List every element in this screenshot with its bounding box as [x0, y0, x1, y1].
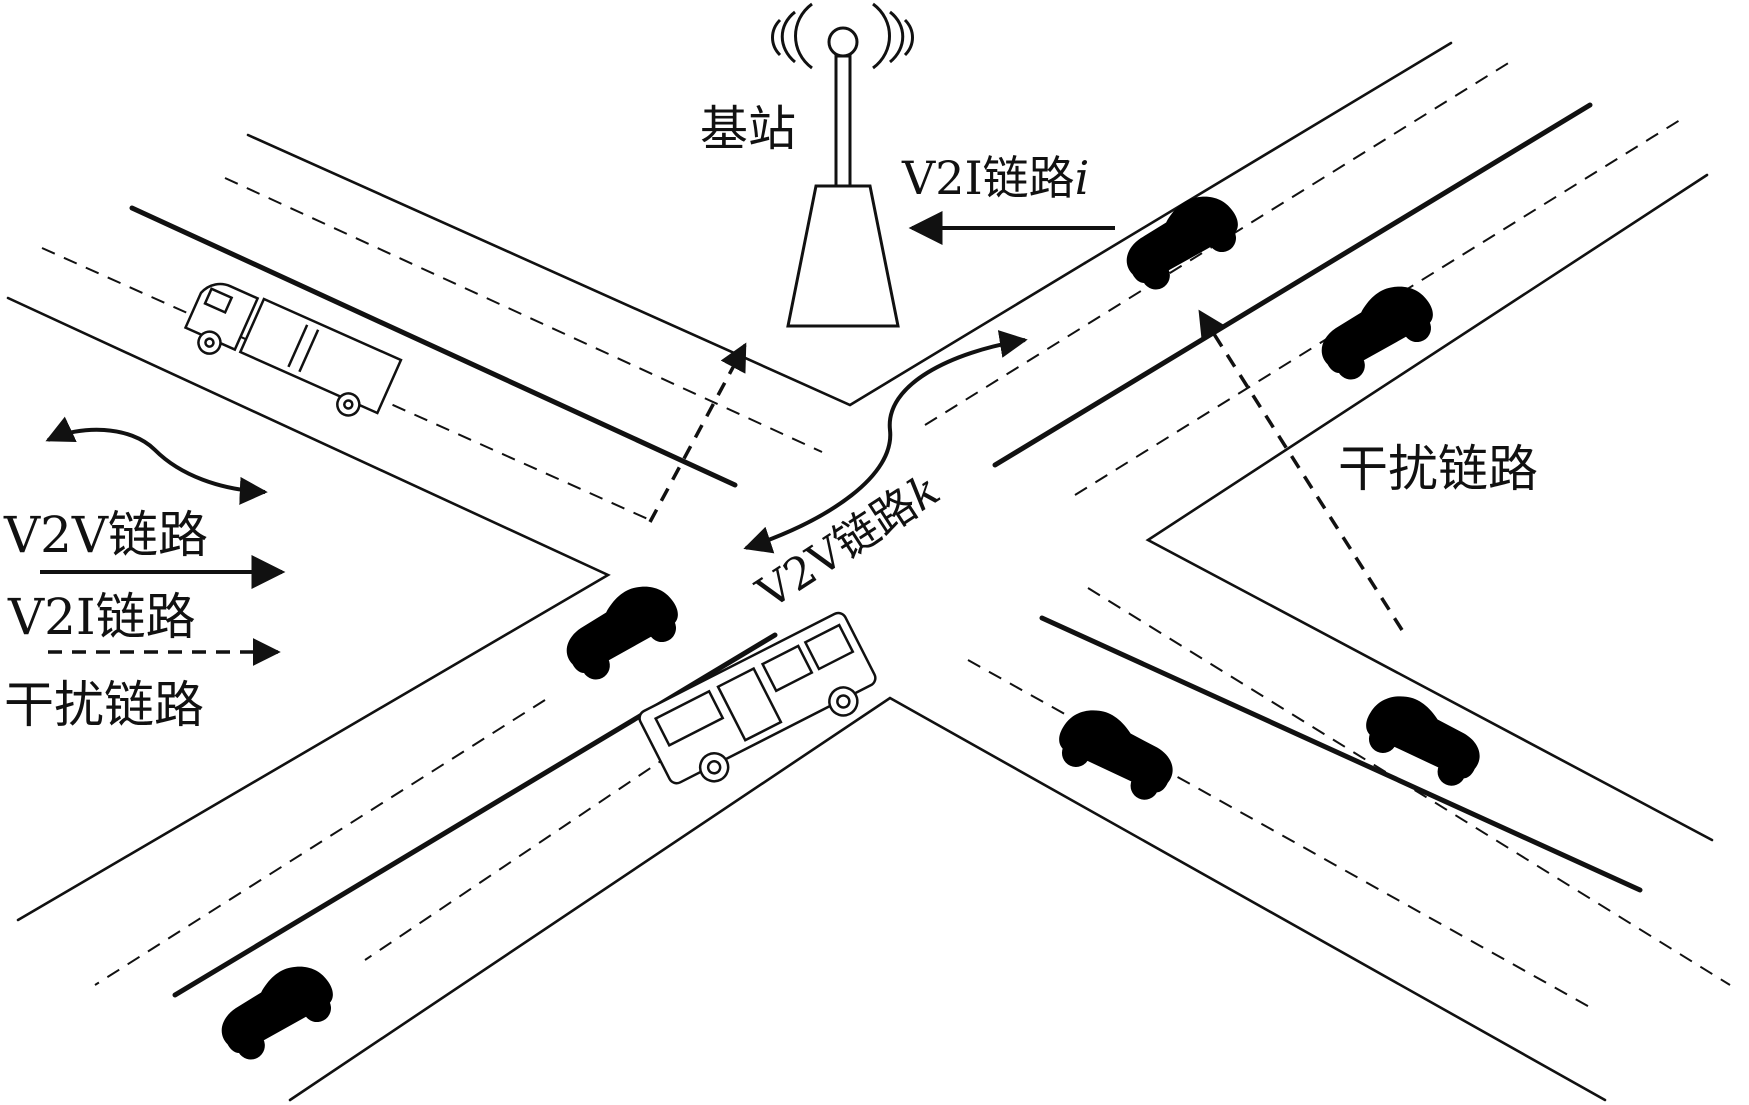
v2v-link-k-arrow [743, 330, 1028, 554]
bus-icon [638, 611, 877, 785]
base-station-label: 基站 [700, 101, 796, 157]
interference-link-arrow-right [1198, 309, 1404, 631]
interference-link-arrow-left [648, 342, 747, 523]
v2i-link-i-prefix: V2I链路 [901, 151, 1075, 205]
legend-v2v-label: V2V链路 [3, 506, 208, 564]
legend-interference-label: 干扰链路 [4, 676, 204, 734]
road-edge-top-right [1083, 41, 1453, 265]
v2v-link-k-prefix: V2V链路 [747, 479, 926, 620]
truck-icon [183, 282, 403, 417]
v2i-link-i-label: V2I链路i [901, 151, 1089, 205]
car-icon [1048, 683, 1192, 808]
car-icon [200, 939, 345, 1068]
legend: V2V链路 V2I链路 干扰链路 [3, 416, 286, 734]
interference-link-label: 干扰链路 [1338, 440, 1538, 498]
road-edge-bottom [288, 696, 1607, 1102]
car-icon [545, 559, 690, 688]
legend-v2v-symbol [45, 416, 268, 505]
road-edge-right [1145, 173, 1714, 842]
base-station-icon [771, 2, 914, 328]
v2v-link-k-label: V2V链路k [747, 464, 949, 620]
v2i-link-i-var: i [1075, 151, 1090, 205]
road-boundaries [6, 41, 1714, 1102]
road-edge-left [6, 296, 611, 922]
car-icon [1105, 169, 1250, 298]
legend-v2i-label: V2I链路 [7, 588, 196, 646]
